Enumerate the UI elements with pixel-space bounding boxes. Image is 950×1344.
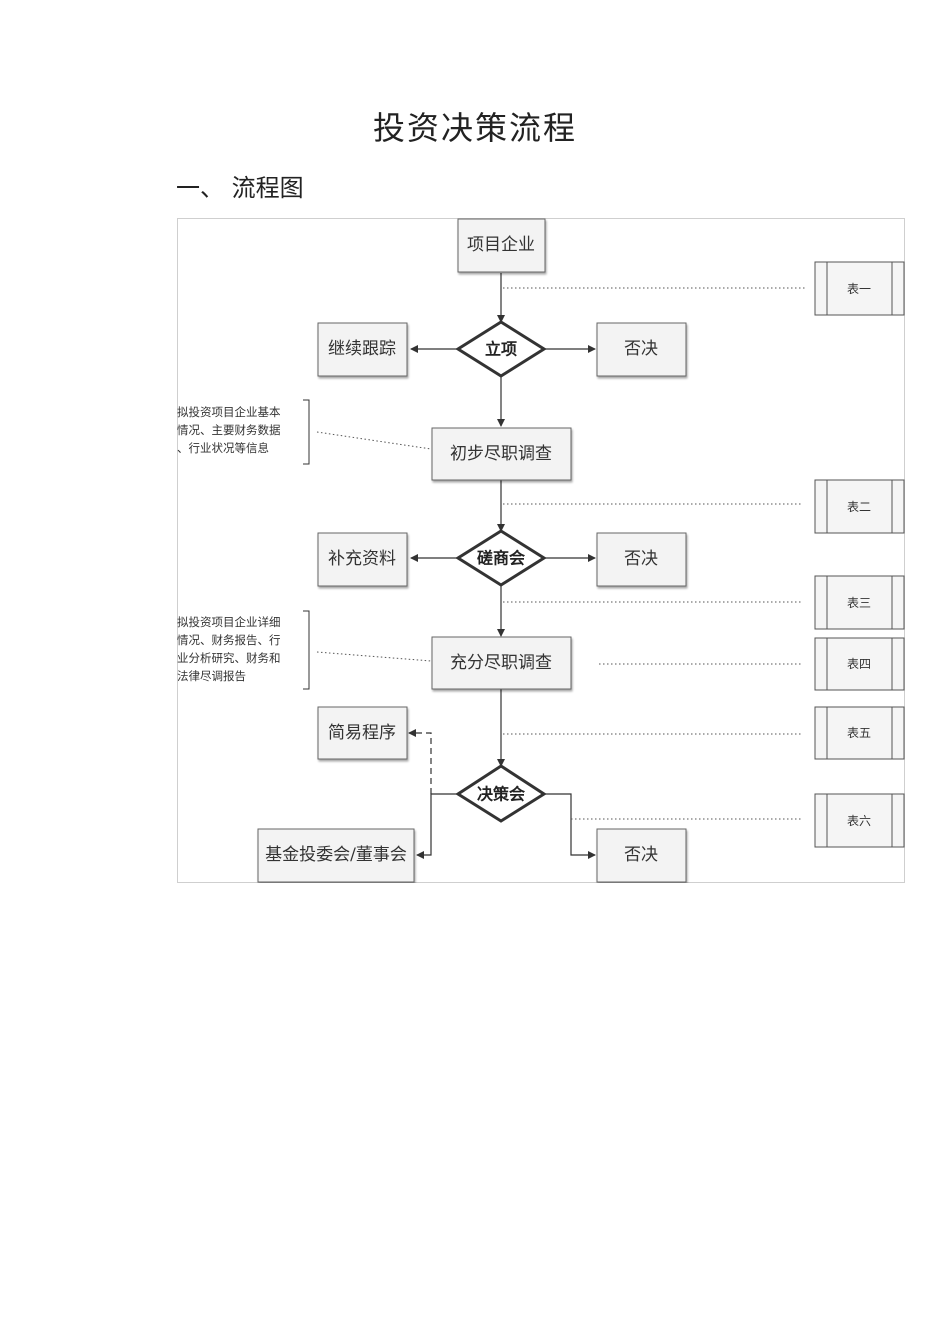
diamond-initiation [455, 320, 547, 378]
box-board [257, 828, 415, 883]
label-form-1: 表一 [847, 282, 871, 296]
label-reject-2: 否决 [624, 549, 658, 569]
note-1-line-2: 情况、主要财务数据 [177, 423, 281, 437]
label-continue-tracking: 继续跟踪 [328, 339, 396, 359]
arrow-decision-to-reject [544, 793, 596, 859]
note-2-bracket [303, 610, 310, 690]
box-full-dd [431, 636, 572, 690]
process-boxes [257, 218, 687, 883]
label-simplified: 简易程序 [328, 723, 396, 743]
form-box-6 [814, 793, 905, 848]
decision-diamonds [455, 320, 547, 823]
connectors [408, 273, 596, 859]
box-reject-1 [596, 322, 687, 377]
box-simplified [317, 706, 408, 760]
box-project-company [457, 218, 546, 273]
label-form-5: 表五 [847, 726, 871, 740]
note-2-line-2: 情况、财务报告、行 [177, 633, 281, 647]
form-leaders [316, 287, 805, 820]
dashed-arrow-to-simplified [408, 729, 432, 794]
note-brackets [303, 399, 310, 690]
label-initiation: 立项 [485, 340, 517, 359]
form-box-4 [814, 637, 905, 691]
investment-decision-flowchart: 项目企业 立项 继续跟踪 否决 初步尽职调查 磋商会 补充资料 否决 充分尽职调… [177, 218, 905, 883]
note-1-line-1: 拟投资项目企业基本 [177, 405, 281, 419]
note-2-line-4: 法律尽调报告 [177, 669, 246, 683]
label-project-company: 项目企业 [467, 235, 535, 255]
section-heading: 一、 流程图 [176, 174, 304, 202]
note-1-line-3: 、行业状况等信息 [177, 441, 269, 455]
leader-note-1 [316, 431, 432, 450]
form-box-5 [814, 706, 905, 760]
label-preliminary-dd: 初步尽职调查 [450, 444, 552, 464]
label-reject-3: 否决 [624, 845, 658, 865]
form-box-3 [814, 575, 905, 630]
form-box-2 [814, 479, 905, 534]
label-full-dd: 充分尽职调查 [450, 653, 552, 673]
label-consultation: 磋商会 [477, 549, 525, 568]
arrow-decision-to-board [416, 793, 458, 859]
box-preliminary-dd [431, 427, 572, 481]
label-form-2: 表二 [847, 500, 871, 514]
box-supplement [317, 532, 408, 587]
diamond-consultation [455, 529, 547, 587]
box-reject-3 [596, 828, 687, 883]
label-form-4: 表四 [847, 657, 871, 671]
diamond-decision [455, 764, 547, 823]
note-2-line-3: 业分析研究、财务和 [177, 651, 281, 665]
label-supplement: 补充资料 [328, 549, 396, 569]
document-title: 投资决策流程 [372, 109, 577, 147]
form-box-1 [814, 261, 905, 316]
leader-note-2 [316, 651, 432, 662]
label-decision: 决策会 [477, 785, 525, 804]
note-1-bracket [303, 399, 310, 465]
label-reject-1: 否决 [624, 339, 658, 359]
label-board: 基金投委会/董事会 [265, 845, 407, 865]
label-form-3: 表三 [847, 596, 871, 610]
box-reject-2 [596, 532, 687, 587]
form-boxes [814, 261, 905, 848]
box-continue-tracking [317, 322, 408, 377]
note-2-line-1: 拟投资项目企业详细 [177, 615, 281, 629]
label-form-6: 表六 [847, 814, 871, 828]
